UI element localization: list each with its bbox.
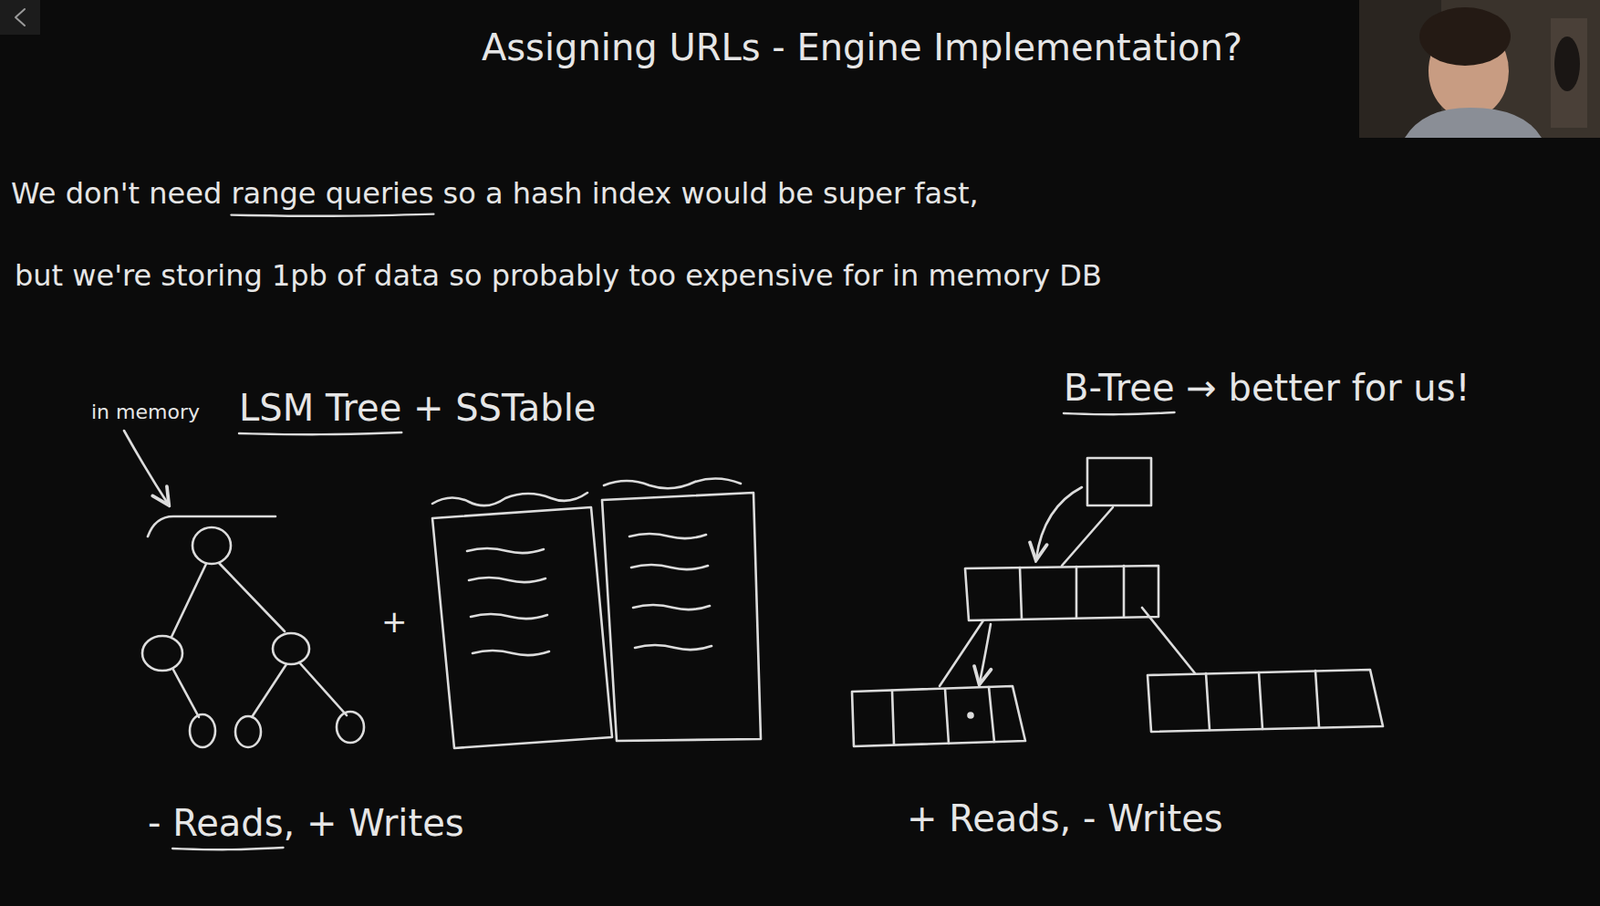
pointer-arrow (124, 430, 168, 504)
tradeoff-note: - Reads, + Writes (147, 801, 465, 844)
b-tree-drawing (851, 457, 1383, 747)
structure-heading: B-Tree → better for us! (1063, 366, 1471, 409)
underline (238, 432, 402, 435)
annotation: in memory (91, 400, 200, 424)
structure-heading: LSM Tree + SSTable (238, 386, 596, 429)
lsm-tree-drawing (142, 516, 364, 748)
underline (172, 847, 283, 850)
back-icon (0, 0, 41, 35)
note-text: but we're storing 1pb of data so probabl… (14, 259, 1102, 293)
webcam-thumbnail (1359, 0, 1600, 138)
sstable-drawing (432, 477, 761, 749)
note-text: We don't need range queries so a hash in… (10, 176, 979, 211)
plus-sign: + (381, 603, 408, 640)
underline (230, 214, 434, 217)
underline (1063, 412, 1175, 415)
board-title: Assigning URLs - Engine Implementation? (481, 26, 1243, 69)
tradeoff-note: + Reads, - Writes (906, 797, 1224, 840)
